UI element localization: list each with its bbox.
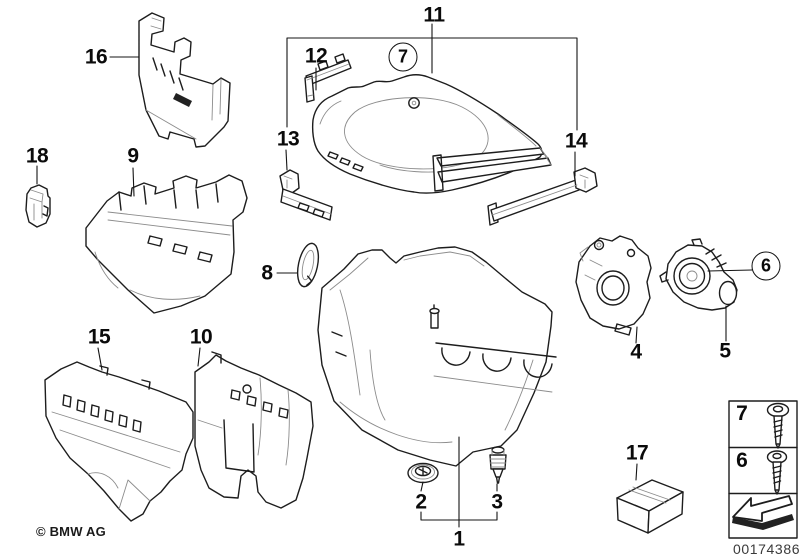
- part-15-bracket-drawing: [44, 361, 194, 522]
- part-17-pad-drawing: [616, 479, 684, 534]
- part-callout-3: 3: [491, 490, 503, 514]
- part-2-grommet-drawing: [407, 462, 439, 484]
- legend-row-7-label: 7: [736, 402, 748, 425]
- part-callout-12: 12: [304, 44, 328, 68]
- installation-direction-arrow-icon: [732, 495, 794, 530]
- circled-callout-6-text: 6: [760, 255, 771, 276]
- part-callout-13: 13: [276, 127, 300, 151]
- part-16-bracket-plate-drawing: [138, 12, 231, 148]
- part-4-actuator-drawing: [575, 235, 652, 336]
- part-5-blower-drawing: [659, 238, 738, 311]
- part-callout-17: 17: [625, 441, 649, 465]
- part-callout-2: 2: [415, 490, 427, 514]
- part-callout-11: 11: [423, 3, 445, 27]
- part-8-oval-cover-drawing: [296, 242, 320, 288]
- pan-head-screw-icon: [766, 402, 790, 449]
- part-14-slide-rail-drawing: [487, 167, 598, 226]
- part-callout-5: 5: [719, 339, 731, 363]
- circled-callout-7-text: 7: [397, 46, 408, 67]
- part-9-holder-drawing: [85, 174, 248, 314]
- part-1-housing-drawing: [317, 246, 557, 467]
- circled-callout-6: 6: [751, 251, 781, 281]
- legend-box: [728, 400, 798, 539]
- part-callout-8: 8: [261, 261, 273, 285]
- part-callout-18: 18: [25, 144, 49, 168]
- part-callout-14: 14: [564, 129, 588, 153]
- part-callout-10: 10: [189, 325, 213, 349]
- copyright-text: © BMW AG: [36, 524, 106, 539]
- oval-head-screw-icon: [766, 450, 788, 495]
- part-callout-16: 16: [84, 45, 108, 69]
- part-10-bracket-drawing: [194, 351, 314, 509]
- leader-lines: [36, 23, 753, 528]
- image-number-text: 00174386: [733, 541, 799, 557]
- part-callout-9: 9: [127, 144, 139, 168]
- part-callout-4: 4: [630, 340, 642, 364]
- legend-row-6-label: 6: [736, 449, 748, 472]
- part-3-plug-drawing: [489, 446, 507, 484]
- part-13-slide-rail-drawing: [279, 169, 333, 221]
- circled-callout-7: 7: [388, 42, 418, 72]
- part-18-clip-drawing: [25, 184, 51, 228]
- part-11-cover-drawing: [311, 74, 552, 194]
- part-callout-1: 1: [453, 527, 465, 551]
- part-12-rail-bracket-drawing: [304, 53, 352, 103]
- part-callout-15: 15: [87, 325, 111, 349]
